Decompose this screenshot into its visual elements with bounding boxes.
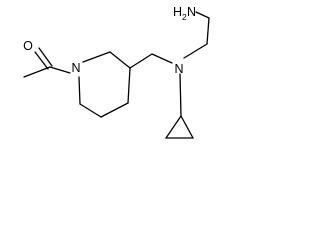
cyclopropyl-bond-1: [165, 115, 182, 139]
acetyl-n-bond: [49, 66, 71, 74]
ethyl-bond-b: [206, 17, 210, 45]
carbonyl-double-bond-b: [38, 47, 53, 67]
linker: [129, 53, 173, 69]
structure-canvas: O N N H 2 N: [23, 5, 210, 139]
ch2-bond-b: [151, 53, 173, 64]
oxygen-label: O: [23, 39, 33, 53]
cyclopropyl-group: [165, 73, 194, 139]
amino-hydrogen-count: 2: [182, 12, 187, 22]
cyclopropyl-attach-bond: [179, 73, 182, 117]
molecule-diagram: O N N H 2 N: [23, 5, 210, 139]
aminoethyl-chain: [183, 11, 210, 59]
ring-bond-6: [78, 76, 81, 105]
ring-bond-2: [109, 51, 131, 69]
ch2-bond-a: [129, 53, 153, 69]
ring-bond-1: [82, 51, 111, 63]
ethyl-bond-c: [195, 11, 210, 19]
acetyl-group: [23, 47, 71, 78]
amine-nitrogen-label: N: [174, 62, 183, 76]
amino-nitrogen-label: N: [187, 5, 196, 19]
ring-bond-4: [100, 102, 129, 118]
cyclopropyl-bond-3: [180, 115, 194, 139]
acetyl-methyl-bond: [23, 66, 51, 78]
ring-bond-3: [127, 67, 131, 104]
piperidine-ring: [78, 51, 131, 118]
ring-bond-5: [79, 103, 102, 118]
ring-nitrogen-label: N: [71, 61, 80, 75]
amino-hydrogen-label: H: [173, 5, 182, 19]
amino-group-label: H 2 N: [173, 5, 196, 22]
ethyl-bond-a: [183, 43, 208, 59]
carbonyl-double-bond-a: [34, 51, 49, 70]
